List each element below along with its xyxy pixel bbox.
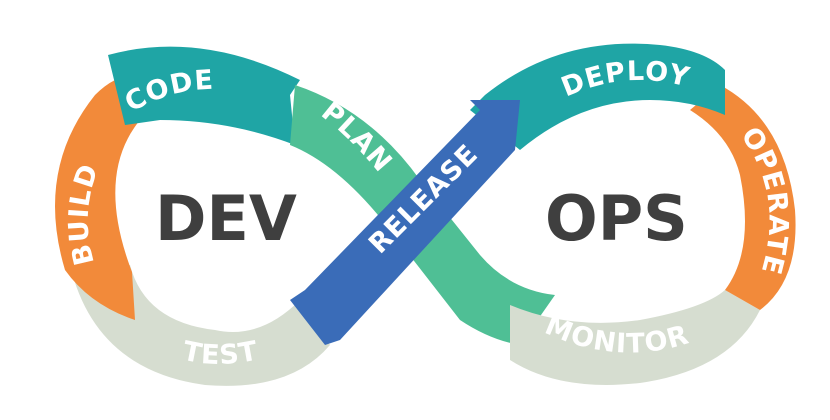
code-segment (108, 46, 300, 145)
monitor-segment (510, 290, 760, 385)
build-segment (55, 80, 140, 320)
operate-segment (690, 85, 796, 310)
stage-label-test: TEST (180, 336, 261, 372)
deploy-segment (470, 43, 725, 150)
hub-label-dev: DEV (155, 182, 297, 255)
hub-label-ops: OPS (545, 182, 688, 255)
release-arrow (290, 100, 520, 345)
test-segment (70, 265, 330, 386)
